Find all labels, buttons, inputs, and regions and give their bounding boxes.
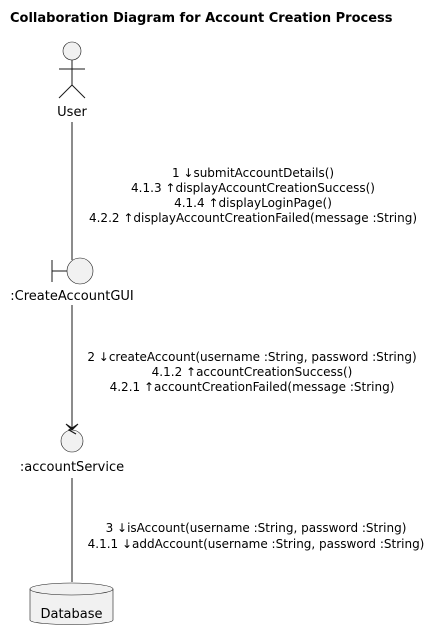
message-label: 4.1.3 ↑displayAccountCreationSuccess() bbox=[131, 181, 375, 195]
control-arrow-mark bbox=[67, 425, 77, 435]
account-service-control bbox=[60, 425, 84, 453]
service-label: :accountService bbox=[20, 460, 124, 475]
gui-label: :CreateAccountGUI bbox=[10, 289, 134, 304]
database-cylinder-body bbox=[29, 588, 114, 625]
messages-service-database: 3 ↓isAccount(username :String, password … bbox=[88, 521, 425, 551]
user-actor bbox=[58, 41, 86, 99]
message-label: 4.2.2 ↑displayAccountCreationFailed(mess… bbox=[89, 211, 417, 225]
database-node bbox=[29, 582, 114, 625]
user-actor-left-leg bbox=[58, 84, 73, 99]
diagram-title: Collaboration Diagram for Account Creati… bbox=[10, 11, 393, 26]
boundary-circle bbox=[66, 257, 94, 285]
messages-user-gui: 1 ↓submitAccountDetails() 4.1.3 ↑display… bbox=[89, 166, 417, 225]
database-label: Database bbox=[40, 607, 102, 622]
message-label: 4.1.2 ↑accountCreationSuccess() bbox=[152, 365, 353, 379]
message-label: 4.1.1 ↓addAccount(username :String, pass… bbox=[88, 537, 425, 551]
message-label: 1 ↓submitAccountDetails() bbox=[172, 166, 334, 180]
database-cylinder-top bbox=[29, 582, 114, 596]
user-actor-head bbox=[62, 41, 82, 61]
user-label: User bbox=[57, 105, 87, 120]
message-label: 3 ↓isAccount(username :String, password … bbox=[106, 521, 407, 535]
message-label: 4.1.4 ↑displayLoginPage() bbox=[174, 196, 332, 210]
message-label: 4.2.1 ↑accountCreationFailed(message :St… bbox=[110, 380, 395, 394]
user-actor-right-leg bbox=[71, 84, 86, 99]
message-label: 2 ↓createAccount(username :String, passw… bbox=[87, 350, 416, 364]
control-circle bbox=[60, 429, 84, 453]
messages-gui-service: 2 ↓createAccount(username :String, passw… bbox=[87, 350, 416, 394]
create-account-gui-boundary bbox=[51, 257, 94, 285]
